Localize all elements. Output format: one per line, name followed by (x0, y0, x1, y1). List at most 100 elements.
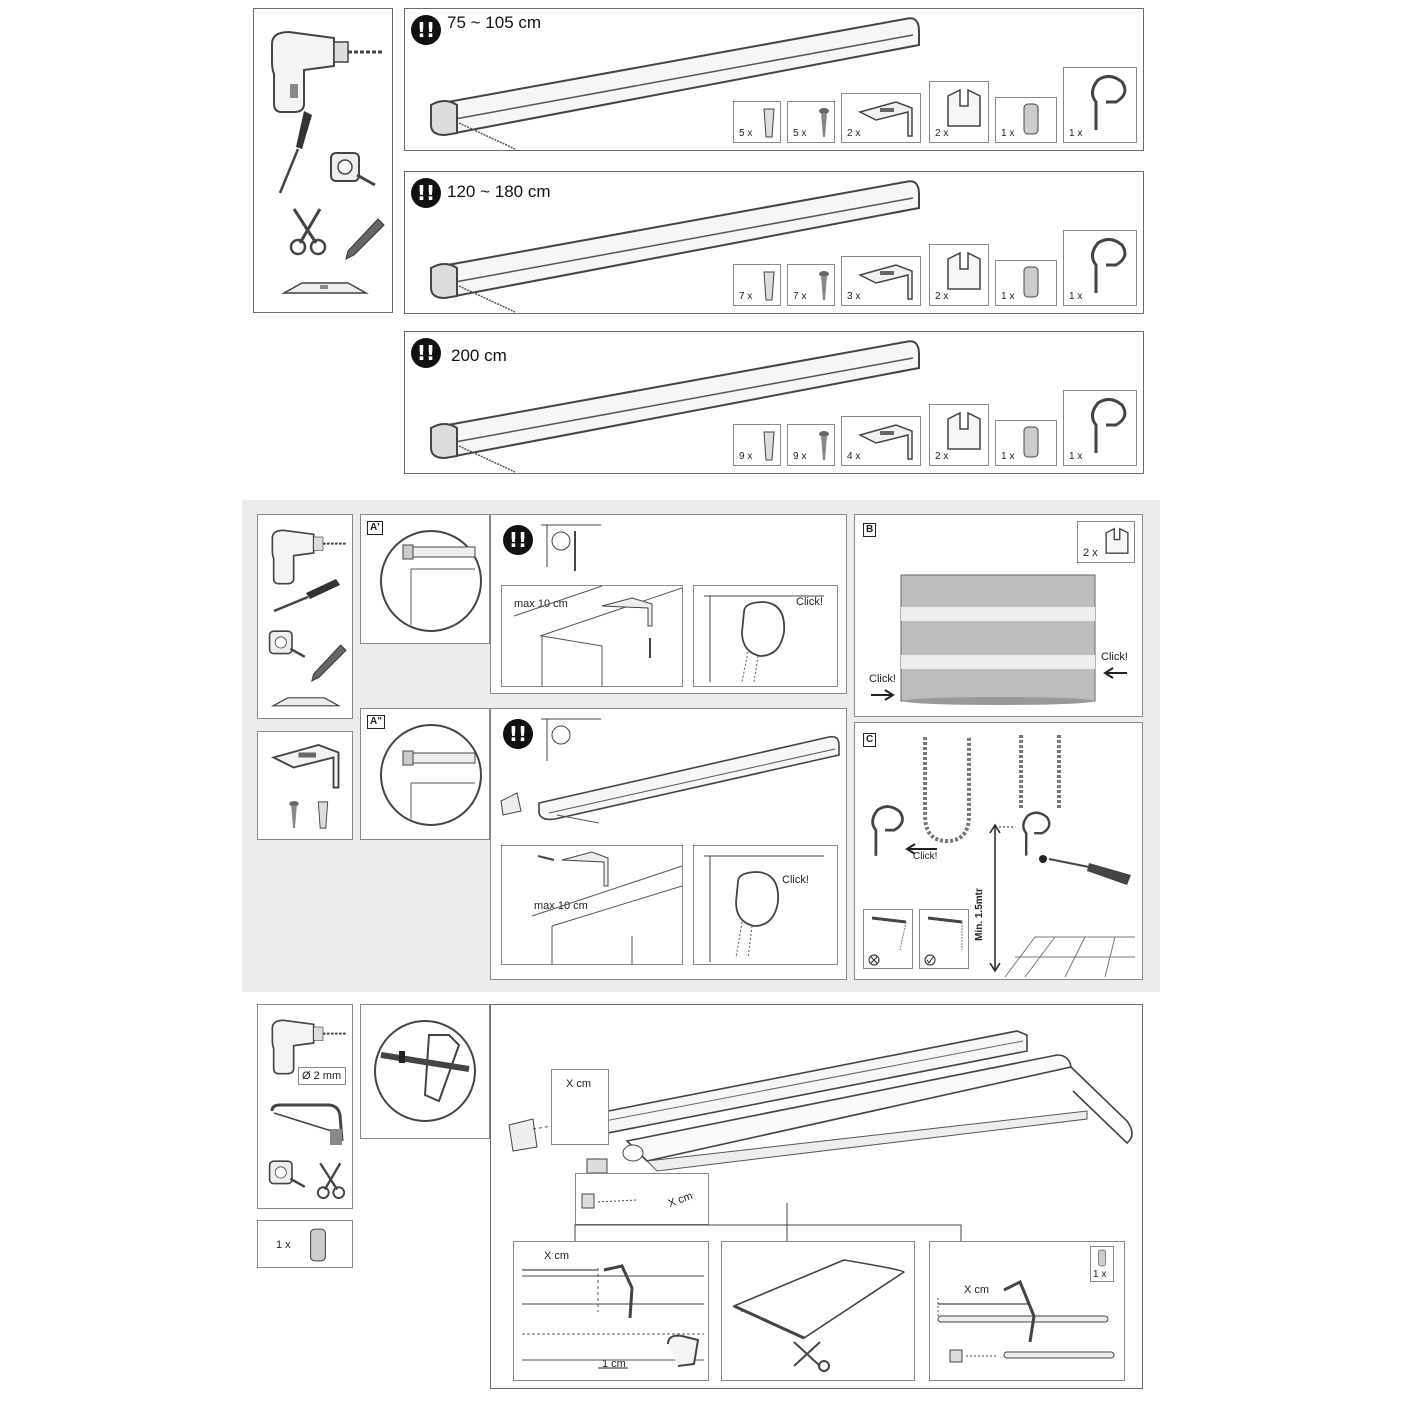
step-a1-instructions: !! max 10 cm Click! (490, 514, 847, 694)
end-cap-qty: 1 x (276, 1239, 291, 1251)
cutting-detail (360, 1004, 490, 1139)
step-a2-label: A" (367, 715, 385, 729)
click-label: Click! (869, 673, 896, 685)
floor-tiles-icon (1004, 936, 1135, 978)
screwdriver-icon (278, 111, 312, 194)
scissors-icon (316, 1162, 346, 1199)
rail-cut-step: X cm 1 cm (513, 1241, 709, 1381)
min-height-label: Min. 1.5mtr (973, 888, 985, 941)
part-connector: 1 x (995, 420, 1057, 466)
mounting-diagram-icon (541, 524, 601, 571)
ceiling-mount-view: max 10 cm (501, 585, 683, 687)
screw-icon (819, 271, 829, 300)
connector-lines-icon (574, 1203, 962, 1247)
chain-clip-icon (1091, 238, 1127, 293)
chain-clip-icon (1022, 811, 1051, 856)
wall-plug-icon (763, 271, 775, 301)
right-way-view (919, 909, 969, 969)
end-cap-icon (947, 88, 981, 127)
check-icon (924, 954, 936, 966)
size-label: 120 ~ 180 cm (447, 182, 551, 201)
drill-bit-size-box: Ø 2 mm (298, 1067, 346, 1085)
max-distance-label: max 10 cm (514, 598, 568, 610)
wall-plug-icon (1023, 426, 1039, 458)
tape-measure-icon (330, 152, 376, 187)
roller-blind-icon (900, 574, 1096, 705)
part-wall-plug: 5 x (733, 101, 781, 143)
bracket-icon (857, 264, 913, 300)
chain-clip-icon (1091, 75, 1127, 130)
wall-plug-icon (310, 1228, 326, 1262)
rail-icon (871, 916, 907, 951)
end-cap-qty-box: 1 x (1090, 1246, 1114, 1282)
cross-icon (868, 954, 880, 966)
roller-blind-exploded-icon (508, 1030, 1133, 1174)
wrong-way-view (863, 909, 913, 969)
arrow-right-icon (871, 689, 895, 701)
step-a1-detail: A' (360, 514, 490, 644)
wall-plug-icon (1098, 1249, 1106, 1267)
bracket-icon (857, 101, 913, 137)
step-b-label: B (863, 523, 877, 537)
part-chain-clip: 1 x (1063, 230, 1137, 306)
end-cap-part-box: 1 x (257, 1220, 353, 1268)
step-c-panel: C Click! Min. 1.5mtr (854, 722, 1143, 980)
step-b-panel: B 2 x Click! Click! (854, 514, 1143, 717)
arrow-left-icon (1103, 667, 1127, 679)
wall-mount-view: max 10 cm (501, 845, 683, 965)
rail-measure-callout: X cm (551, 1069, 609, 1145)
part-bracket: 2 x (841, 93, 921, 143)
roller-blind-icon (500, 735, 840, 824)
size-label: 75 ~ 105 cm (447, 13, 542, 32)
x-cm-label: X cm (566, 1078, 592, 1090)
screw-icon (819, 108, 829, 137)
rail-icon (927, 916, 963, 950)
click-in-view: Click! (693, 585, 838, 687)
warning-icon: !! (411, 178, 441, 208)
parts-panel-size-2: !! 120 ~ 180 cm 7 x 7 x 3 x 2 x 1 x 1 x (404, 171, 1144, 314)
end-cap-icon (704, 855, 824, 962)
click-label: Click! (1101, 651, 1128, 663)
pencil-icon (345, 218, 385, 260)
one-cm-label: 1 cm (602, 1358, 626, 1370)
part-screw: 5 x (787, 101, 835, 143)
tools-panel-cutting: Ø 2 mm (257, 1004, 353, 1209)
size-label: 200 cm (451, 346, 507, 365)
wall-plug-icon (763, 108, 775, 138)
wall-plug-icon (317, 801, 329, 829)
warning-icon: !! (411, 338, 441, 368)
wall-plug-icon (763, 431, 775, 461)
bracket-icon (857, 424, 913, 460)
hacksaw-icon (270, 1103, 344, 1145)
click-label: Click! (782, 874, 809, 886)
click-label: Click! (796, 596, 823, 608)
end-cap-qty-box: 2 x (1077, 521, 1135, 563)
part-screw: 7 x (787, 264, 835, 306)
click-in-view: Click! (693, 845, 838, 965)
mounting-diagram-icon (541, 718, 601, 761)
parts-panel-size-3: !! 200 cm 9 x 9 x 4 x 2 x 1 x 1 x (404, 331, 1144, 474)
screwdriver-icon (273, 579, 340, 613)
parts-panel-size-1: !! 75 ~ 105 cm 5 x 5 x 2 x 2 x 1 x 1 x (404, 8, 1144, 151)
wall-plug-icon (1023, 103, 1039, 135)
drill-icon (271, 30, 382, 113)
end-cap-icon (1105, 527, 1129, 554)
pencil-icon (311, 644, 347, 682)
end-cap-icon (704, 595, 824, 683)
part-wall-plug: 9 x (733, 424, 781, 466)
warning-icon: !! (411, 15, 441, 45)
tools-panel-mounting (257, 514, 353, 719)
drill-icon (271, 1019, 346, 1075)
part-connector: 1 x (995, 97, 1057, 143)
chain-clip-icon (1091, 398, 1127, 453)
bracket-parts-panel (257, 731, 353, 840)
step-a1-label: A' (367, 521, 383, 535)
step-a2-detail: A" (360, 708, 490, 840)
bracket-close-up-icon (380, 724, 482, 826)
roller-blind-icon (430, 340, 920, 473)
part-bracket: 3 x (841, 256, 921, 306)
scissors-icon (289, 208, 327, 256)
bracket-close-up-icon (380, 530, 482, 632)
chain-loop-icon (923, 737, 971, 844)
spirit-level-icon (270, 697, 342, 707)
